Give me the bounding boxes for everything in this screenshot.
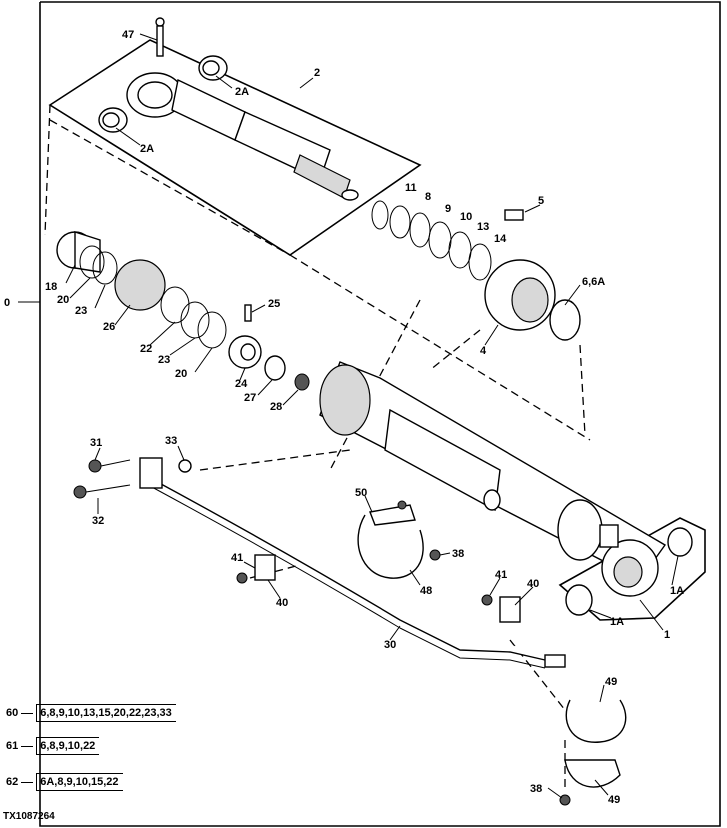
kit-number: 60: [6, 707, 19, 719]
kit-contents: 6,8,9,10,13,15,20,22,23,33: [36, 704, 176, 722]
callout-2a: 2A: [140, 143, 154, 155]
callout-38: 38: [452, 548, 464, 560]
callout-1a: 1A: [670, 585, 684, 597]
callout-31: 31: [90, 437, 102, 449]
callout-20: 20: [175, 368, 187, 380]
nut-24: [228, 335, 262, 369]
callout-30: 30: [384, 639, 396, 651]
clip-bolt-40-41: [236, 554, 521, 623]
callout-50: 50: [355, 487, 367, 499]
callout-4: 4: [480, 345, 487, 357]
callout-24: 24: [235, 378, 248, 390]
dashed-guides: [44, 104, 591, 790]
callout-2a: 2A: [235, 86, 249, 98]
callout-47: 47: [122, 29, 134, 41]
piston-4: [484, 209, 581, 341]
kit-contents: 6,8,9,10,22: [36, 737, 100, 755]
callout-20: 20: [57, 294, 69, 306]
stop-27: [264, 355, 286, 381]
cylinder-barrel: [319, 361, 667, 597]
callout-26: 26: [103, 321, 115, 333]
callout-8: 8: [425, 191, 431, 203]
tube-line-30: [149, 477, 566, 669]
callout-18: 18: [45, 281, 57, 293]
callout-22: 22: [140, 343, 152, 355]
callout-32: 32: [92, 515, 104, 527]
piston-rings: [371, 200, 492, 281]
tube-flange: [139, 457, 192, 489]
bushing-2a: [98, 55, 228, 133]
rod-assembly-box: [48, 39, 422, 256]
kit-number: 62: [6, 776, 19, 788]
callout-0: 0: [4, 297, 10, 309]
kit-60: 60 6,8,9,10,13,15,20,22,23,33: [6, 704, 176, 722]
callout-11: 11: [405, 182, 417, 194]
clamp-49: [559, 699, 627, 806]
callout-28: 28: [270, 401, 282, 413]
seal-stack: [79, 245, 227, 349]
kit-contents: 6A,8,9,10,15,22: [36, 773, 123, 791]
kit-number: 61: [6, 740, 19, 752]
barrel-assembly-box: [558, 517, 706, 621]
leader-lines: [65, 33, 679, 799]
plug-28: [294, 373, 310, 391]
callout-49: 49: [605, 676, 617, 688]
set-screw-25: [244, 304, 252, 322]
bolts-31-32: [73, 459, 131, 499]
figure-id: TX1087264: [3, 811, 55, 822]
bushing-1a: [565, 527, 693, 616]
callout-6-6a: 6,6A: [582, 276, 605, 288]
callout-14: 14: [494, 233, 507, 245]
callout-25: 25: [268, 298, 280, 310]
callout-1a: 1A: [610, 616, 624, 628]
grease-fitting-47: [155, 17, 165, 57]
callout-23: 23: [75, 305, 87, 317]
callout-10: 10: [460, 211, 472, 223]
callout-23: 23: [158, 354, 170, 366]
callout-1: 1: [664, 629, 670, 641]
callout-38: 38: [530, 783, 542, 795]
callout-40: 40: [527, 578, 539, 590]
callout-2: 2: [314, 67, 320, 79]
callout-27: 27: [244, 392, 256, 404]
kit-61: 61 6,8,9,10,22: [6, 737, 100, 755]
piston-rod: [126, 72, 359, 201]
clamp-48-50: [357, 500, 441, 579]
callout-41: 41: [231, 552, 243, 564]
callout-13: 13: [477, 221, 489, 233]
callout-labels: 0 47 2A 2A 2 5 11 8 9 10 13 14 6,6A 4 18…: [4, 29, 684, 806]
outer-frame: [39, 1, 721, 827]
kit-62: 62 6A,8,9,10,15,22: [6, 773, 123, 791]
callout-49: 49: [608, 794, 620, 806]
callout-33: 33: [165, 435, 177, 447]
callout-48: 48: [420, 585, 432, 597]
callout-40: 40: [276, 597, 288, 609]
callout-41: 41: [495, 569, 507, 581]
callout-5: 5: [538, 195, 544, 207]
callout-9: 9: [445, 203, 451, 215]
